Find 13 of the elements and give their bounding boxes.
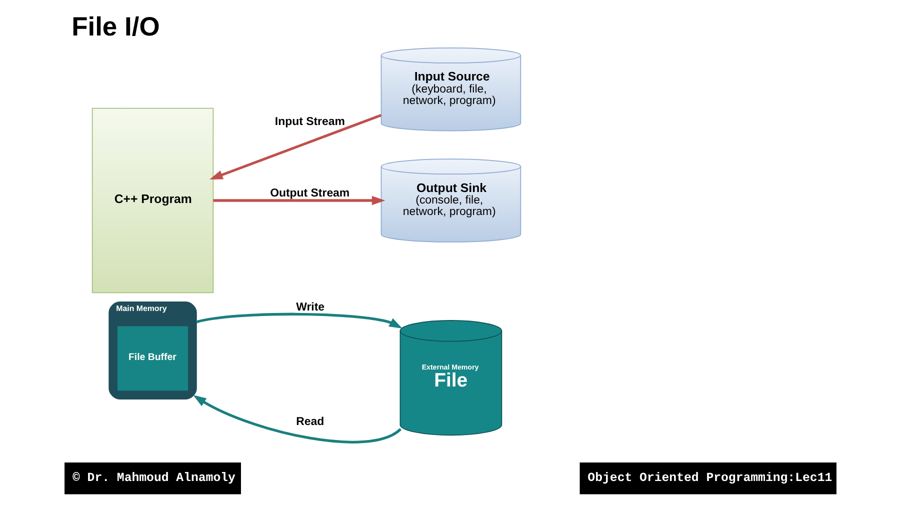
diagram-title: File I/O [71, 12, 160, 42]
arrow [192, 394, 401, 444]
arrow [209, 114, 382, 180]
edge-label: Output Stream [270, 187, 350, 200]
node-box: C++ Program [91, 108, 214, 294]
node-box: File Buffer [116, 326, 188, 391]
label: © Dr. Mahmoud Alnamoly [72, 470, 235, 485]
label: Object Oriented Programming:Lec11 [587, 470, 832, 485]
edge-label: Read [296, 416, 324, 428]
edge-label: Input Stream [274, 116, 344, 128]
edge-label: Write [296, 301, 324, 314]
arrow [196, 312, 402, 329]
arrow [212, 196, 385, 206]
